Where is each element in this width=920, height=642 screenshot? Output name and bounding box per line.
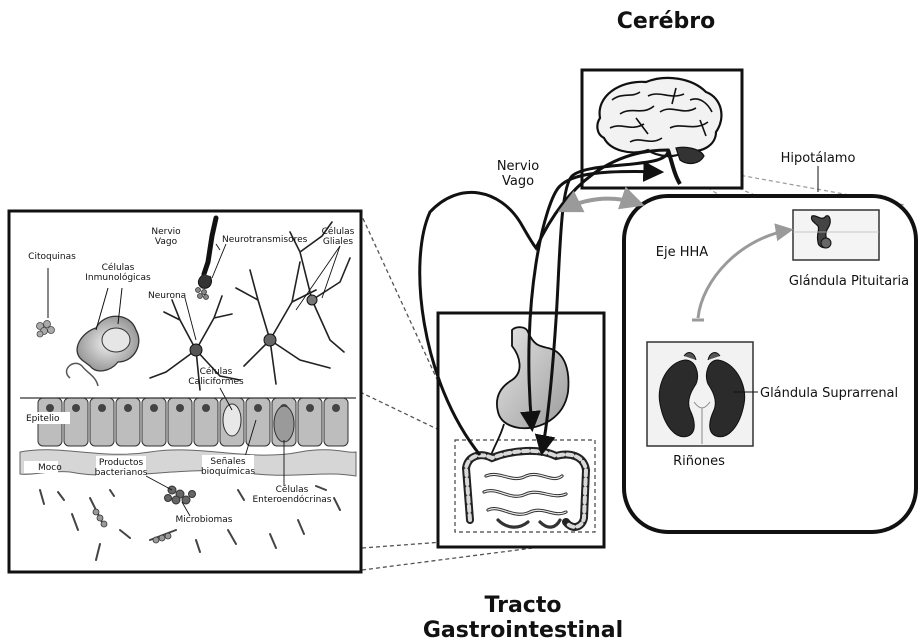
immune-label-line1: Células — [102, 262, 135, 273]
inset-vagus-label-line1: Nervio — [151, 227, 181, 237]
goblet-label-line1: Células — [200, 366, 233, 377]
glial-label-line1: Células — [322, 226, 355, 237]
biochemical-signals-label-line2: bioquímicas — [201, 467, 255, 477]
goblet-label-line2: Caliciformes — [188, 377, 244, 387]
biochemical-signals-label-line1: Señales — [210, 457, 246, 467]
pituitary-box — [793, 210, 879, 260]
hpa-axis-label: Eje HHA — [656, 245, 709, 260]
adrenal-label: Glándula Suprarrenal — [760, 386, 898, 401]
mucus-label: Moco — [38, 463, 62, 473]
vagus-label-line2: Vago — [502, 174, 534, 189]
glial-label-line2: Gliales — [323, 237, 354, 247]
epithelium-label: Epitelio — [26, 414, 60, 424]
brain-hpa-arrow — [562, 199, 640, 210]
kidneys-label: Riñones — [673, 454, 725, 469]
hypothalamus-label: Hipotálamo — [781, 151, 856, 166]
neuron-label: Neurona — [148, 291, 186, 301]
immune-label-line2: Inmunológicas — [85, 272, 151, 283]
cytokines-label: Citoquinas — [28, 252, 76, 262]
inset-vagus-label-line2: Vago — [155, 237, 178, 247]
microbiome-label: Microbiomas — [176, 515, 233, 525]
bacterial-products-label-line2: bacterianos — [95, 468, 148, 478]
brain-title: Cerébro — [617, 9, 716, 34]
gut-title-line2: Gastrointestinal — [423, 618, 623, 642]
enteroendocrine-label-line1: Células — [276, 484, 309, 495]
bacterial-products-label-line1: Productos — [99, 458, 144, 468]
vagus-label-line1: Nervio — [497, 159, 539, 174]
enteroendocrine-label-line2: Enteroendócrinas — [253, 494, 332, 505]
pituitary-label: Glándula Pituitaria — [789, 274, 909, 289]
gut-title-line1: Tracto — [485, 593, 562, 618]
neurotransmitters-label: Neurotransmisores — [222, 235, 308, 245]
